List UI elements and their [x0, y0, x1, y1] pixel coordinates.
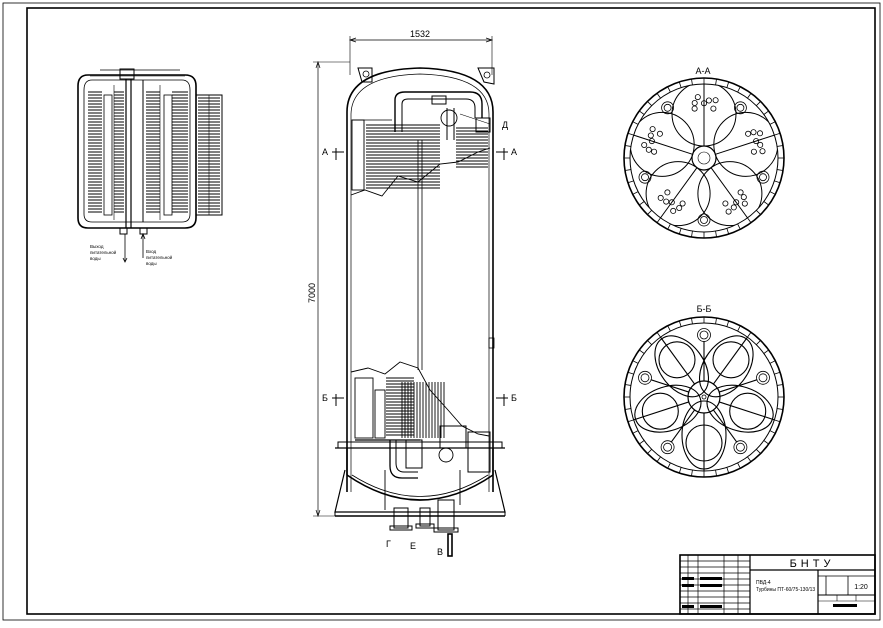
section-aa-view	[623, 77, 785, 239]
nozzle-label-g: Г	[386, 539, 391, 549]
title-block-organization: БНТУ	[790, 558, 835, 570]
inlet-label-line2: питательной	[146, 254, 173, 260]
title-block-title-line1: ПВД-4	[756, 580, 771, 586]
mark-d: Д	[502, 120, 508, 130]
tube-bundle-hatch	[88, 91, 220, 213]
heater-tube-hatch	[366, 124, 488, 438]
nozzle-label-e: Е	[410, 541, 416, 551]
outlet-label-line1: Выход	[90, 244, 104, 249]
section-bb-title: Б-Б	[697, 304, 712, 314]
height-dimension: 7000	[307, 283, 317, 303]
outlet-label-line3: воды	[90, 256, 101, 261]
section-mark-b-right: Б	[511, 393, 517, 403]
heater-vessel-view	[313, 36, 508, 557]
title-block-scale: 1:20	[854, 584, 868, 591]
title-block-title-line2: Турбины ПТ-60/75-130/13	[756, 587, 815, 593]
sheet-frame-inner	[26, 7, 876, 615]
section-bb-view	[623, 316, 785, 478]
nozzle-label-v: В	[437, 547, 443, 557]
outlet-label-line2: питательной	[90, 249, 117, 255]
width-dimension: 1532	[410, 29, 430, 39]
section-mark-a-right: А	[511, 147, 517, 157]
inlet-label-line3: воды	[146, 261, 157, 266]
section-aa-title: А-А	[695, 66, 710, 76]
section-mark-a-left: А	[322, 147, 328, 157]
title-block	[679, 554, 876, 615]
inlet-label-line1: Вход	[146, 249, 157, 254]
section-mark-b-left: Б	[322, 393, 328, 403]
